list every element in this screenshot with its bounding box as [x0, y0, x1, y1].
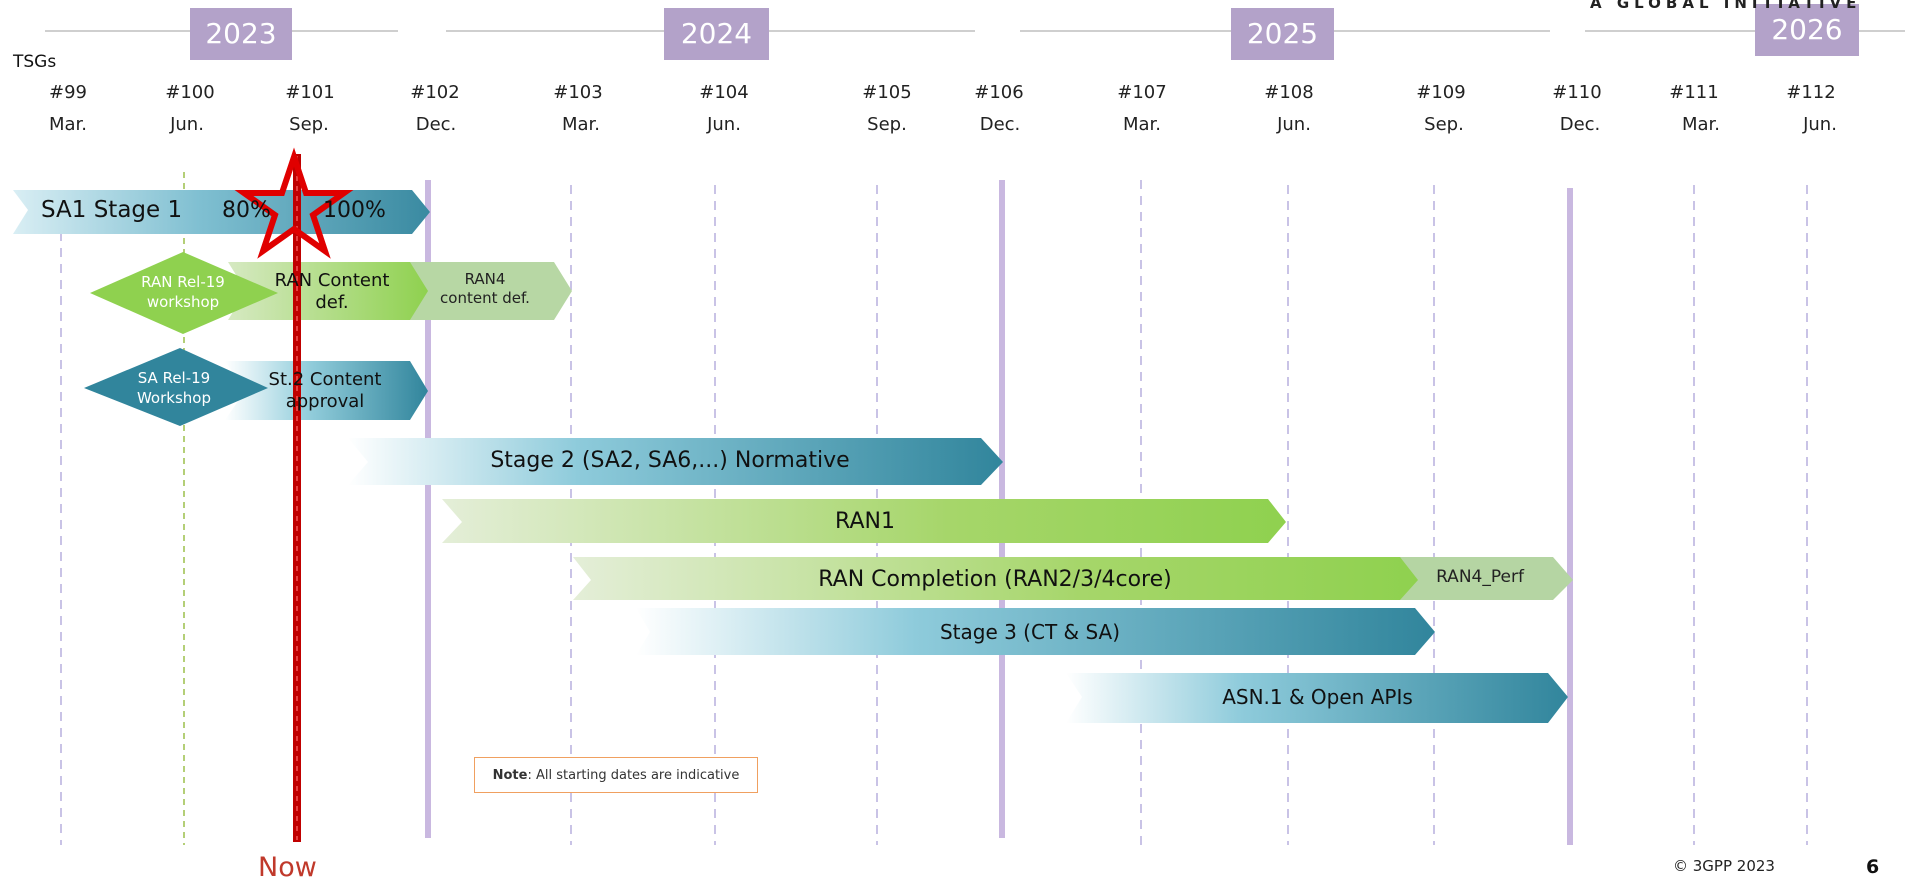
- ran4-content-arrow: [400, 262, 572, 320]
- ran-workshop-line2: workshop: [146, 293, 220, 311]
- meeting-number: #109: [1416, 82, 1466, 103]
- asn1-arrow: [1066, 673, 1568, 723]
- meeting-number: #105: [862, 82, 912, 103]
- meeting-month: Mar.: [48, 114, 88, 135]
- meeting-month: Jun.: [707, 114, 741, 135]
- meeting-number: #108: [1264, 82, 1314, 103]
- st2-content-line1: St.2 Content: [268, 369, 382, 390]
- ran1-label: RAN1: [835, 509, 895, 534]
- ran4-content-line2: content def.: [440, 289, 530, 307]
- sa1-stage1-arrow: [13, 190, 430, 234]
- sa-workshop-line2: Workshop: [136, 389, 211, 407]
- ran-workshop-label: RAN Rel-19 workshop: [120, 272, 246, 312]
- sa-workshop-label: SA Rel-19 Workshop: [116, 368, 232, 408]
- meeting-month: Mar.: [561, 114, 601, 135]
- brand-text: A GLOBAL INITIATIVE: [1590, 0, 1862, 12]
- year-2025: 2025: [1231, 8, 1334, 60]
- meeting-number: #111: [1669, 82, 1719, 103]
- sa1-80-label: 80%: [222, 198, 271, 223]
- sa-workshop-line1: SA Rel-19: [137, 369, 211, 387]
- st2-content-label: St.2 Content approval: [255, 369, 395, 413]
- meeting-month: Jun.: [1277, 114, 1311, 135]
- meeting-month: Dec.: [415, 114, 457, 135]
- ran-workshop-line1: RAN Rel-19: [141, 273, 225, 291]
- meeting-month: Sep.: [289, 114, 329, 135]
- page-number: 6: [1866, 856, 1880, 878]
- meeting-month: Dec.: [979, 114, 1021, 135]
- ran-completion-label: RAN Completion (RAN2/3/4core): [818, 567, 1172, 592]
- meeting-number: #104: [699, 82, 749, 103]
- meeting-number: #100: [165, 82, 215, 103]
- meeting-number: #112: [1786, 82, 1836, 103]
- ran4-perf-arrow: [1390, 557, 1573, 600]
- year-2023: 2023: [190, 8, 292, 60]
- sa1-stage1-label: SA1 Stage 1: [41, 197, 183, 223]
- sa-workshop-diamond: [84, 348, 268, 426]
- note-text: : All starting dates are indicative: [527, 768, 740, 783]
- meeting-number: #107: [1117, 82, 1167, 103]
- stage3-label: Stage 3 (CT & SA): [939, 620, 1121, 644]
- ran-content-line2: def.: [315, 292, 349, 313]
- sa1-100-label: 100%: [323, 198, 386, 223]
- note-bold: Note: [492, 768, 528, 783]
- st2-content-line2: approval: [285, 391, 365, 412]
- ran-workshop-diamond: [90, 252, 278, 334]
- ran1-arrow: [442, 499, 1286, 543]
- note-box: Note: All starting dates are indicative: [474, 757, 758, 793]
- asn1-label: ASN.1 & Open APIs: [1222, 685, 1413, 709]
- meeting-number: #110: [1552, 82, 1602, 103]
- meeting-number: #99: [49, 82, 87, 103]
- meeting-month: Jun.: [170, 114, 204, 135]
- stage2-arrow: [348, 438, 1003, 485]
- meeting-gridlines: [60, 180, 1808, 845]
- copyright: © 3GPP 2023: [1673, 857, 1775, 875]
- meeting-month: Jun.: [1803, 114, 1837, 135]
- st2-content-arrow: [225, 361, 428, 420]
- meeting-month: Mar.: [1681, 114, 1721, 135]
- tsgs-label: TSGs: [13, 52, 57, 72]
- now-star-icon: [234, 147, 354, 259]
- meeting-number: #106: [974, 82, 1024, 103]
- meeting-month: Sep.: [1424, 114, 1464, 135]
- ran-content-line1: RAN Content: [274, 270, 390, 291]
- ran-content-label: RAN Content def.: [262, 270, 402, 314]
- ran-completion-arrow: [573, 557, 1418, 600]
- meeting-month: Sep.: [867, 114, 907, 135]
- ran4-perf-label: RAN4_Perf: [1436, 567, 1524, 587]
- meeting-month: Mar.: [1122, 114, 1162, 135]
- meeting-number: #101: [285, 82, 335, 103]
- meeting-number: #102: [410, 82, 460, 103]
- ran-content-arrow: [228, 262, 428, 320]
- now-label: Now: [258, 852, 317, 883]
- year-2026: 2026: [1755, 4, 1859, 56]
- stage2-label: Stage 2 (SA2, SA6,...) Normative: [490, 448, 850, 473]
- meeting-number: #103: [553, 82, 603, 103]
- stage3-arrow: [636, 608, 1435, 655]
- ran4-content-line1: RAN4: [464, 270, 506, 288]
- year-2024: 2024: [664, 8, 769, 60]
- ran4-content-label: RAN4 content def.: [430, 270, 540, 308]
- meeting-month: Dec.: [1559, 114, 1601, 135]
